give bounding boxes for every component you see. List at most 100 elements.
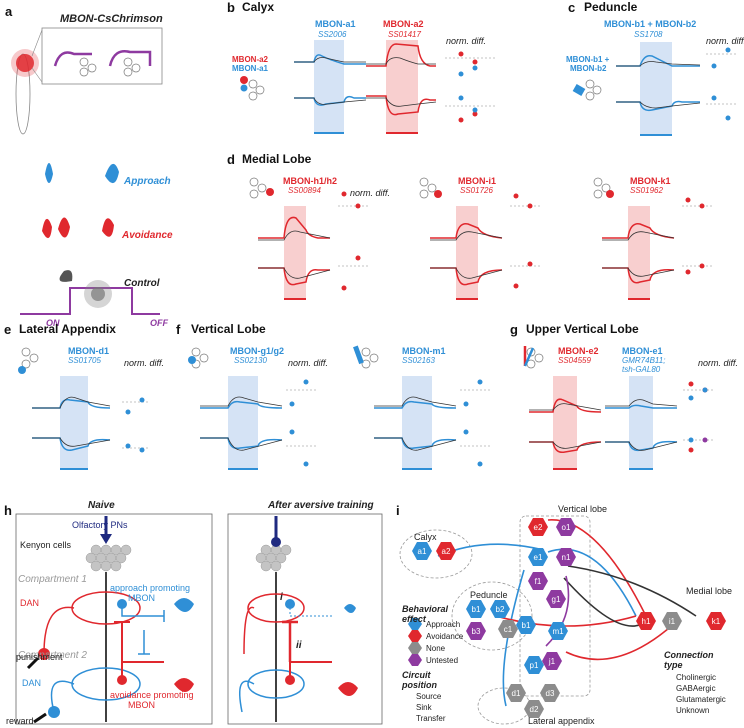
c-norm-diff-label: norm. diff. — [706, 36, 744, 46]
legend-source: Source — [416, 692, 442, 701]
panel-c-title: Peduncle — [584, 0, 638, 14]
legend-untested: Untested — [426, 656, 459, 665]
panel-i-letter: i — [396, 503, 400, 518]
olfactory-pns-label: Olfactory PNs — [72, 520, 128, 530]
panel-e-letter: e — [4, 322, 12, 337]
panel-i-network — [399, 515, 697, 725]
network-node-d1: d1 — [506, 684, 526, 702]
d-line1: SS00894 — [288, 186, 321, 195]
panel-f-title: Vertical Lobe — [191, 322, 266, 336]
d-line3: SS01962 — [630, 186, 663, 195]
kenyon-cells-label: Kenyon cells — [20, 540, 72, 550]
dan1-label: DAN — [20, 598, 40, 608]
f-neuron1: MBON-g1/g2 — [230, 346, 284, 356]
panel-g-letter: g — [510, 322, 518, 337]
d-line2: SS01726 — [460, 186, 493, 195]
approach-label: Approach — [124, 176, 171, 187]
control-label: Control — [124, 278, 160, 289]
after-training-title: After aversive training — [268, 500, 374, 511]
calyx-label: Calyx — [414, 532, 437, 542]
g-neuron2: MBON-e1 — [622, 346, 663, 356]
network-node-e2: e2 — [528, 518, 548, 536]
b-norm-diff — [445, 51, 495, 123]
d-neuron3: MBON-k1 — [630, 176, 671, 186]
network-node-a1: a1 — [412, 542, 432, 560]
c-neuron: MBON-b1 + MBON-b2 — [604, 19, 697, 29]
panel-h-diagram — [15, 513, 383, 725]
e-norm-diff-label: norm. diff. — [124, 358, 165, 368]
stim-on-label: ON — [46, 318, 60, 328]
f-neuron2: MBON-m1 — [402, 346, 446, 356]
g-line1: SS04559 — [558, 356, 591, 365]
f-traces — [188, 345, 490, 470]
panel-c-letter: c — [568, 0, 576, 15]
panel-d-letter: d — [227, 152, 235, 167]
network-node-p1: p1 — [524, 656, 544, 674]
network-node-k1: k1 — [706, 612, 726, 630]
legend-title2: effect — [402, 614, 426, 624]
panel-h-letter: h — [4, 503, 12, 518]
b-neuron2: MBON-a2 — [383, 19, 424, 29]
network-node-a2: a2 — [436, 542, 456, 560]
g-line2b: tsh-GAL80 — [622, 365, 661, 374]
reward-label: reward — [6, 716, 34, 726]
label-ii: ii — [296, 640, 302, 651]
f-norm-diff-label: norm. diff. — [288, 358, 329, 368]
d-norm-diff-label: norm. diff. — [350, 188, 391, 198]
lateral-appendix-label: Lateral appendix — [528, 716, 595, 726]
d-neuron2: MBON-i1 — [458, 176, 496, 186]
g-norm-diff-label: norm. diff. — [698, 358, 739, 368]
network-node-e1: e1 — [528, 548, 548, 566]
legend-glutamatergic: Glutamatergic — [676, 695, 726, 704]
b-norm-diff-label: norm. diff. — [446, 36, 487, 46]
panel-a-graphic — [11, 27, 163, 315]
network-node-b2: b2 — [490, 600, 510, 618]
network-node-b3: b3 — [466, 622, 486, 640]
approach-mbon-label2: MBON — [128, 593, 155, 603]
compartment2-label: Compartment 2 — [18, 650, 87, 661]
legend-sink: Sink — [416, 703, 432, 712]
panel-b-title: Calyx — [242, 0, 275, 14]
network-node-n1: n1 — [556, 548, 576, 566]
b-brain-icon — [240, 76, 265, 101]
peduncle-label: Peduncle — [470, 590, 508, 600]
panel-a-title: MBON-CsChrimson — [60, 13, 163, 25]
panel-e-title: Lateral Appendix — [19, 322, 116, 336]
conn-title2: type — [664, 660, 683, 670]
d-neuron1: MBON-h1/h2 — [283, 176, 337, 186]
compartment1-label: Compartment 1 — [18, 574, 87, 585]
circuit-title1: Circuit — [402, 670, 431, 680]
panel-g-title: Upper Vertical Lobe — [526, 322, 639, 336]
e-traces — [18, 347, 150, 470]
b-traces — [294, 40, 437, 134]
legend-cholinergic: Cholinergic — [676, 673, 717, 682]
g-traces — [523, 346, 715, 470]
naive-title: Naive — [88, 500, 115, 511]
network-node-h1: h1 — [636, 612, 656, 630]
panel-d-title: Medial Lobe — [242, 152, 312, 166]
b-line1: SS2006 — [318, 30, 347, 39]
f-line2: SS02163 — [402, 356, 435, 365]
c-brain-icon — [572, 79, 602, 101]
e-neuron: MBON-d1 — [68, 346, 109, 356]
c-icon-label1: MBON-b1 + — [566, 55, 610, 64]
d-traces — [249, 177, 712, 300]
network-node-g1: g1 — [546, 590, 566, 608]
f-line1: SS02130 — [234, 356, 267, 365]
network-node-o1: o1 — [556, 518, 576, 536]
panel-f-letter: f — [176, 322, 181, 337]
e-line: SS01705 — [68, 356, 101, 365]
network-node-i1: i1 — [662, 612, 682, 630]
label-i: i — [280, 592, 283, 603]
network-node-b1b2a: b1 — [516, 616, 536, 634]
legend-avoidance: Avoidance — [426, 632, 464, 641]
b-icon-a2: MBON-a2 — [232, 55, 269, 64]
b-icon-a1: MBON-a1 — [232, 64, 269, 73]
legend-none: None — [426, 644, 446, 653]
conn-title1: Connection — [664, 650, 714, 660]
circuit-title2: position — [402, 680, 437, 690]
legend-transfer: Transfer — [416, 714, 446, 723]
c-traces — [616, 42, 738, 136]
g-line2a: GMR74B11; — [622, 356, 666, 365]
avoidance-label: Avoidance — [122, 230, 173, 241]
